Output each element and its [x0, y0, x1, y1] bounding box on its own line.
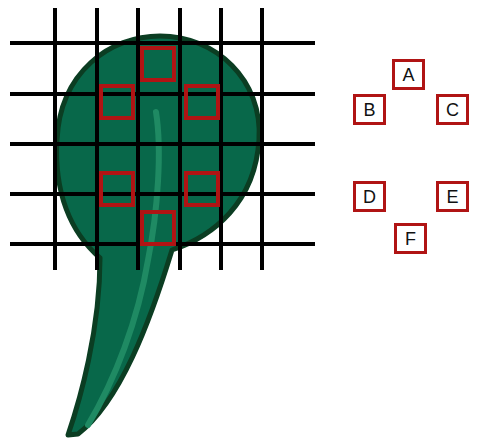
legend-box: B — [353, 94, 386, 125]
grid-line — [53, 8, 57, 270]
sample-square — [186, 86, 218, 118]
grid-line — [136, 8, 140, 270]
legend-letter: B — [363, 101, 375, 119]
grid-line — [178, 8, 182, 270]
grid-line — [260, 8, 264, 270]
sample-square — [186, 173, 218, 205]
grid-line — [10, 192, 315, 196]
legend-box: D — [353, 181, 386, 212]
sample-square — [142, 212, 174, 244]
legend-letter: F — [405, 230, 416, 248]
legend-box: C — [436, 94, 469, 125]
legend-letter: A — [402, 66, 414, 84]
grid-line — [10, 142, 315, 146]
legend-letter: E — [446, 188, 458, 206]
grid — [10, 8, 315, 270]
legend-box: F — [394, 223, 427, 254]
legend-box: A — [392, 59, 425, 90]
grid-line — [10, 92, 315, 96]
legend-box: E — [436, 181, 469, 212]
sample-square — [142, 48, 174, 80]
legend-letter: C — [446, 101, 459, 119]
sample-square — [101, 86, 133, 118]
grid-line — [219, 8, 223, 270]
legend-letter: D — [363, 188, 376, 206]
grid-line — [10, 41, 315, 45]
grid-line — [95, 8, 99, 270]
sample-square — [101, 173, 133, 205]
sample-squares — [101, 48, 218, 244]
